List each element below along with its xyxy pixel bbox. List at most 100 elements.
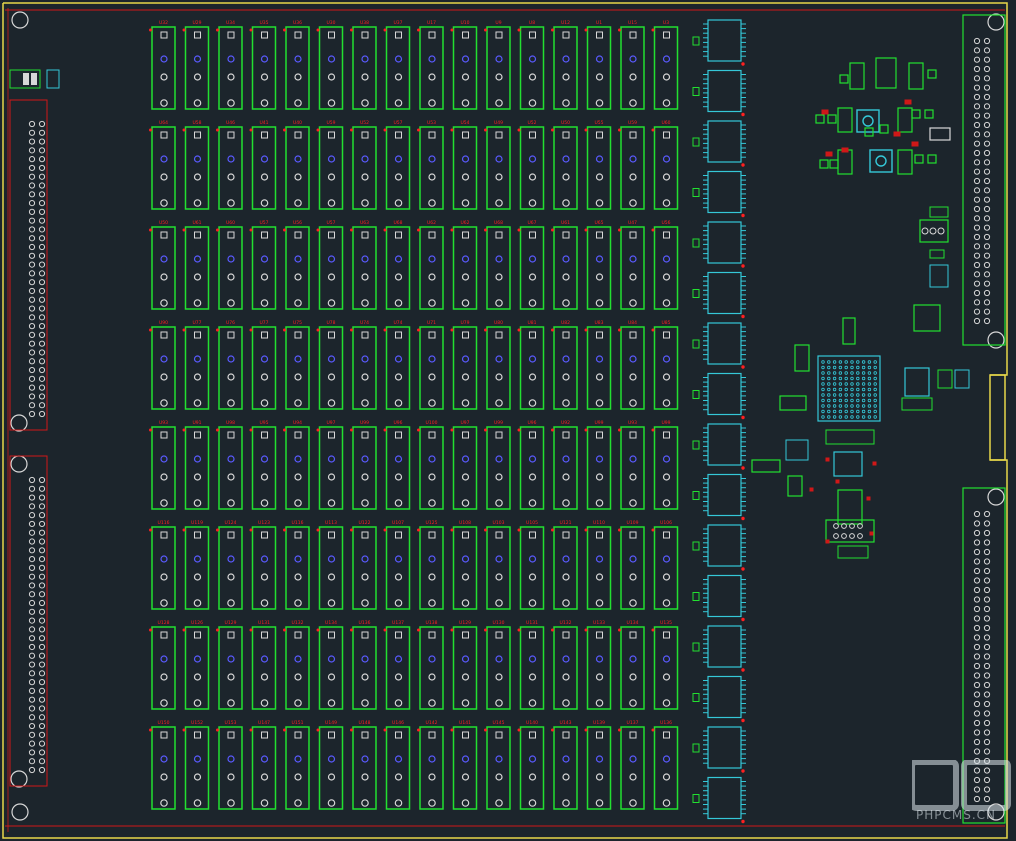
connector-pin (38, 547, 46, 554)
bga-ball (832, 409, 837, 414)
relay-pin-via (193, 155, 202, 163)
relay-pin (662, 473, 671, 481)
relay-pin-square (261, 131, 268, 139)
relay-pin (629, 273, 637, 281)
bga-ball (856, 409, 860, 414)
connector-pin (38, 476, 46, 484)
relay-pin-via (461, 655, 470, 663)
relay-pin-square (227, 731, 235, 739)
relay-pin (260, 99, 269, 107)
relay-label: U133 (593, 620, 605, 626)
driver-ic (707, 574, 742, 618)
relay-pin-square (562, 131, 570, 139)
relay-label: U92 (561, 420, 570, 426)
relay-marker (618, 28, 621, 32)
header-pin (841, 533, 847, 539)
relay-label: U124 (225, 520, 237, 526)
relay (285, 426, 310, 510)
bga-ball (827, 393, 831, 397)
relay-pin-via (662, 655, 671, 663)
relay-pin-via (595, 55, 604, 63)
relay-marker (417, 628, 420, 632)
connector-pin (38, 670, 46, 677)
relay-pin-via (595, 755, 604, 763)
relay-pin (428, 699, 436, 707)
relay-pin-via (562, 355, 570, 363)
relay-pin-square (328, 331, 335, 339)
relay-pin-square (596, 431, 603, 439)
connector-pin (38, 410, 46, 418)
relay (251, 626, 277, 710)
connector-pin (28, 208, 36, 215)
smd-passive (929, 249, 945, 259)
relay-pin-via (495, 755, 503, 763)
relay-pin (595, 173, 604, 181)
connector-pin (983, 196, 991, 203)
relay (586, 526, 612, 610)
relay-pin (562, 73, 570, 81)
relay-marker (182, 528, 186, 532)
relay-pin (461, 573, 470, 581)
connector-pin (28, 410, 36, 418)
connector-pin (28, 476, 36, 484)
relay-marker (316, 28, 320, 32)
relay-pin (595, 73, 604, 81)
relay-pin (361, 399, 369, 407)
relay-pin-via (428, 655, 436, 663)
regulator-ic (869, 149, 893, 173)
relay-label: U79 (460, 320, 469, 326)
relay-pin-square (596, 631, 603, 639)
driver-cap (692, 693, 700, 702)
connector-pin (38, 287, 46, 295)
relay-pin-square (261, 431, 268, 439)
relay-pin (294, 199, 302, 207)
relay-pin (260, 599, 269, 607)
bga-ball (867, 365, 872, 370)
connector-pin (973, 662, 981, 670)
connector-pin (38, 617, 46, 624)
relay-pin-square (294, 431, 302, 439)
relay (586, 726, 612, 810)
relay-marker (517, 328, 521, 332)
relay-pin-via (227, 155, 235, 163)
connector-pin (38, 740, 46, 747)
driver-cap (692, 541, 700, 551)
driver-ic (707, 221, 742, 264)
connector-pin (983, 177, 991, 185)
relay-pin (629, 173, 637, 181)
relay-pin-via (461, 255, 470, 263)
relay-pin-via (294, 55, 302, 63)
relay-pin-via (294, 155, 302, 163)
relay (352, 626, 377, 710)
relay-pin (260, 699, 269, 707)
relay-marker (350, 28, 353, 32)
relay-pin-via (629, 155, 637, 163)
relay-pin (227, 373, 235, 381)
connector-right-lower (962, 487, 1006, 824)
relay-pin-square (596, 131, 603, 139)
relay-pin-square (562, 331, 570, 339)
relay-pin-square (529, 31, 536, 39)
connector-pin (973, 47, 981, 54)
connector-pin (38, 129, 46, 136)
connector-pin (38, 714, 46, 721)
relay-marker (216, 728, 219, 732)
relay-pin (227, 99, 235, 107)
relay-pin (562, 373, 570, 381)
smd-passive (879, 124, 889, 134)
relay-pin (528, 173, 537, 181)
relay-pin (595, 799, 604, 807)
relay-pin (495, 799, 503, 807)
relay-marker (517, 228, 521, 232)
relay-pin (160, 599, 168, 607)
relay-pin (428, 573, 436, 581)
relay (620, 526, 645, 610)
relay-label: U141 (459, 720, 471, 726)
connector-pin (973, 691, 981, 698)
relay-pin (327, 173, 336, 181)
smd-passive (954, 369, 970, 389)
bga-ball (861, 409, 866, 414)
bga-ball (861, 371, 866, 375)
connector-pin (38, 331, 46, 339)
relay-pin-via (528, 655, 537, 663)
